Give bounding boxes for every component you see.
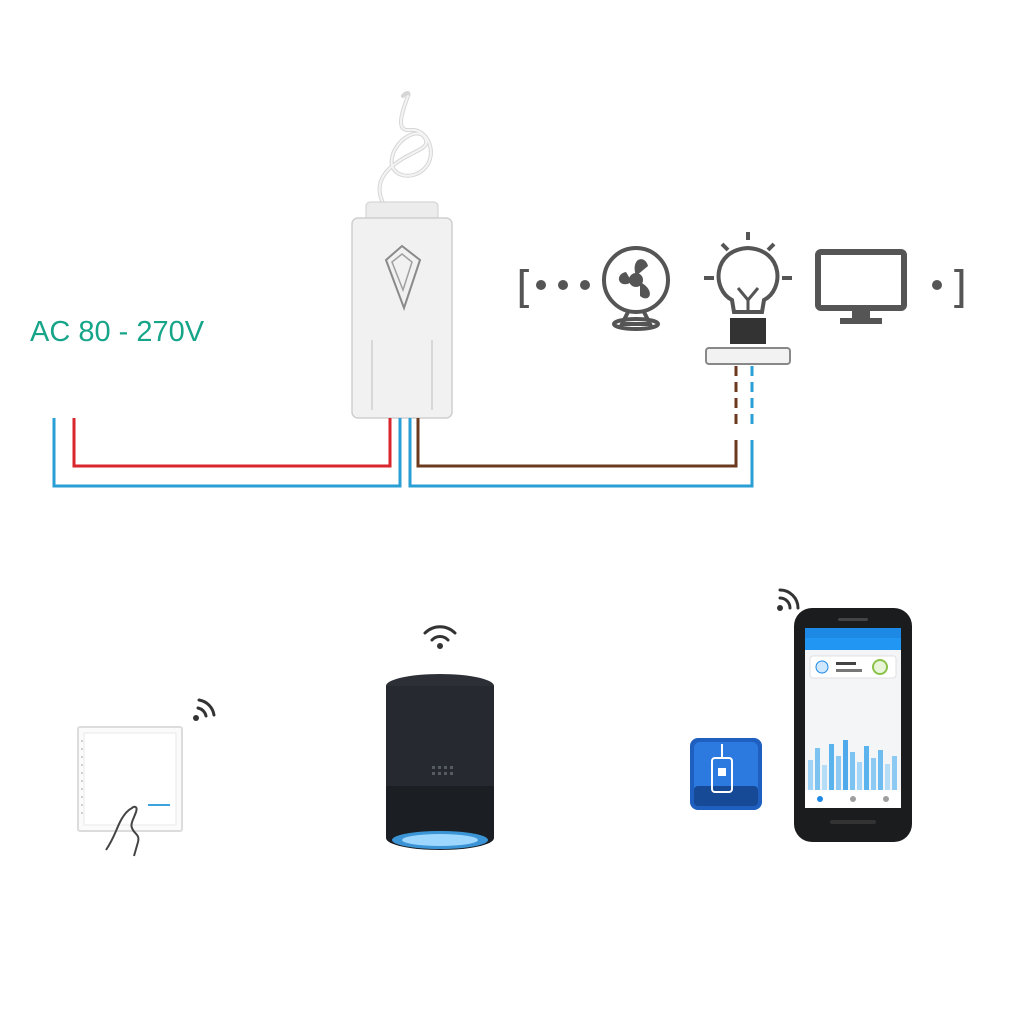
phone-wave-bars xyxy=(808,740,897,790)
load-dot-right xyxy=(932,280,942,290)
hand-icon xyxy=(105,805,140,857)
module-logo xyxy=(384,244,422,311)
fan-icon xyxy=(602,246,670,331)
smart-speaker-icon xyxy=(386,674,494,850)
app-icon xyxy=(690,738,762,810)
wifi-icon xyxy=(423,625,457,649)
neutral-wire-left xyxy=(52,418,402,488)
load-bracket-open: [ xyxy=(516,262,534,313)
wifi-icon xyxy=(193,698,216,721)
live-wire xyxy=(72,418,392,468)
load-bracket-close: ] xyxy=(950,262,968,313)
receiver-module-icon xyxy=(351,201,453,419)
monitor-icon xyxy=(815,249,907,324)
wiring-lines xyxy=(52,366,754,488)
wifi-icon xyxy=(777,588,800,611)
voltage-label: AC 80 - 270V xyxy=(30,316,205,348)
wall-switch-icon xyxy=(77,726,183,857)
load-wire xyxy=(416,418,738,468)
light-bulb-icon xyxy=(704,232,792,365)
neutral-wire-right xyxy=(408,418,754,488)
load-dots-left xyxy=(536,280,590,290)
smartphone-icon xyxy=(794,608,912,842)
